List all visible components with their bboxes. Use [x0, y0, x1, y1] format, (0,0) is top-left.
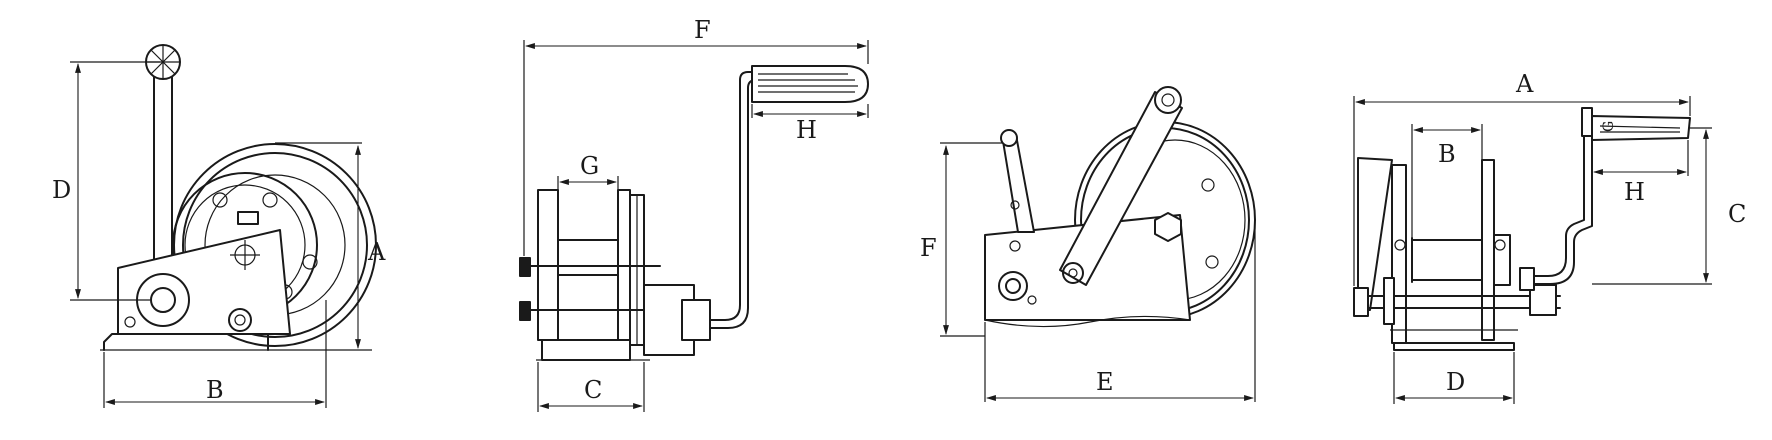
front-view-base [103, 333, 269, 351]
side-view: F H G C [519, 16, 869, 412]
dim-label-a: A [367, 238, 386, 266]
brake-side-dim-label-a: A [1515, 70, 1534, 98]
brake-side-dim-label-h: H [1624, 178, 1645, 206]
front-view: D A B [52, 44, 386, 408]
dim-label-b: B [206, 376, 224, 404]
brake-side-dim-label-g: G [1601, 121, 1617, 132]
side-view-drum [557, 239, 619, 276]
dim-label-g: G [580, 152, 599, 180]
brake-side-view-drum [1411, 239, 1483, 281]
dim-label-h: H [796, 116, 817, 144]
dim-label-f: F [694, 16, 711, 44]
brake-side-dim-label-d: D [1446, 368, 1465, 396]
dim-label-c: C [584, 376, 602, 404]
brake-front-dim-label-e: E [1096, 368, 1114, 396]
brake-front-view: F E [920, 86, 1256, 402]
dim-label-d: D [52, 176, 71, 204]
side-view-handle-grip [751, 65, 869, 103]
brake-side-view-handle-grip [1591, 115, 1691, 141]
brake-side-dim-label-b: B [1438, 140, 1456, 168]
brake-side-view: A B G H C D [1353, 70, 1746, 404]
brake-front-dim-label-f: F [920, 234, 937, 262]
brake-side-dim-label-c: C [1728, 200, 1746, 228]
